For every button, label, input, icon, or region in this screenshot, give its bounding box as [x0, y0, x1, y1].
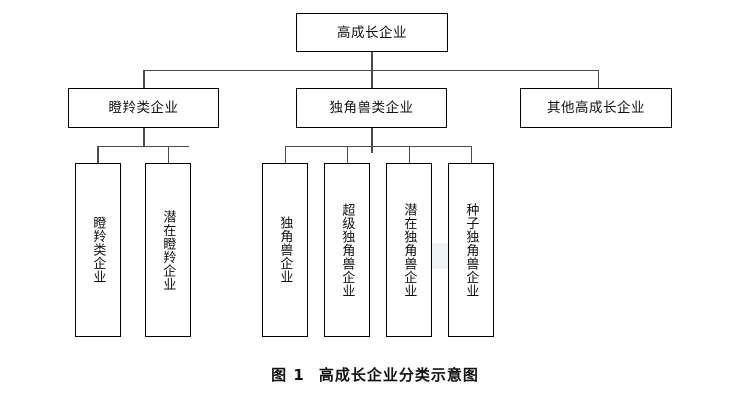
connector-drop-unicorn-child-3: [409, 146, 411, 163]
node-root-high-growth-enterprise: 高成长企业: [296, 13, 448, 52]
connector-drop-other: [598, 70, 600, 88]
connector-unicorn-bus: [285, 146, 472, 148]
node-other-high-growth-category-label: 其他高成长企业: [547, 100, 645, 116]
node-gazelle-enterprise: 瞪羚类企业: [75, 163, 121, 337]
connector-drop-unicorn-child-1: [285, 146, 287, 163]
node-other-high-growth-category: 其他高成长企业: [520, 88, 672, 128]
figure-caption-number: 图 1: [271, 366, 305, 384]
node-root-label: 高成长企业: [337, 24, 407, 40]
figure-caption: 图 1 高成长企业分类示意图: [0, 364, 750, 385]
connector-drop-gazelle-child-1: [97, 146, 99, 163]
node-gazelle-enterprise-label: 瞪羚类企业: [91, 216, 107, 284]
node-unicorn-category: 独角兽类企业: [296, 88, 447, 128]
node-super-unicorn-enterprise-label: 超级独角兽企业: [340, 202, 356, 298]
node-gazelle-category-label: 瞪羚类企业: [108, 100, 179, 116]
node-gazelle-category: 瞪羚类企业: [68, 88, 219, 128]
connector-level2-bus: [143, 70, 600, 72]
node-potential-unicorn-enterprise-label: 潜在独角兽企业: [402, 202, 418, 298]
node-potential-gazelle-enterprise-label: 潜在瞪羚企业: [161, 209, 177, 291]
node-potential-gazelle-enterprise: 潜在瞪羚企业: [145, 163, 191, 337]
node-potential-unicorn-enterprise: 潜在独角兽企业: [386, 163, 432, 337]
node-seed-unicorn-enterprise: 种子独角兽企业: [448, 163, 494, 337]
connector-drop-gazelle-child-2: [168, 146, 170, 163]
node-unicorn-category-label: 独角兽类企业: [329, 100, 414, 116]
connector-gazelle-trunk: [143, 128, 145, 146]
connector-drop-unicorn-child-4: [471, 146, 473, 163]
node-unicorn-enterprise-label: 独角兽企业: [278, 216, 294, 284]
connector-drop-unicorn-child-2: [347, 146, 349, 163]
connector-drop-gazelle: [143, 70, 145, 88]
connector-unicorn-trunk: [371, 128, 373, 146]
node-unicorn-enterprise: 独角兽企业: [262, 163, 308, 337]
node-seed-unicorn-enterprise-label: 种子独角兽企业: [464, 202, 480, 298]
node-super-unicorn-enterprise: 超级独角兽企业: [324, 163, 370, 337]
figure-caption-title: 高成长企业分类示意图: [318, 366, 479, 384]
connector-gazelle-bus: [97, 146, 190, 148]
